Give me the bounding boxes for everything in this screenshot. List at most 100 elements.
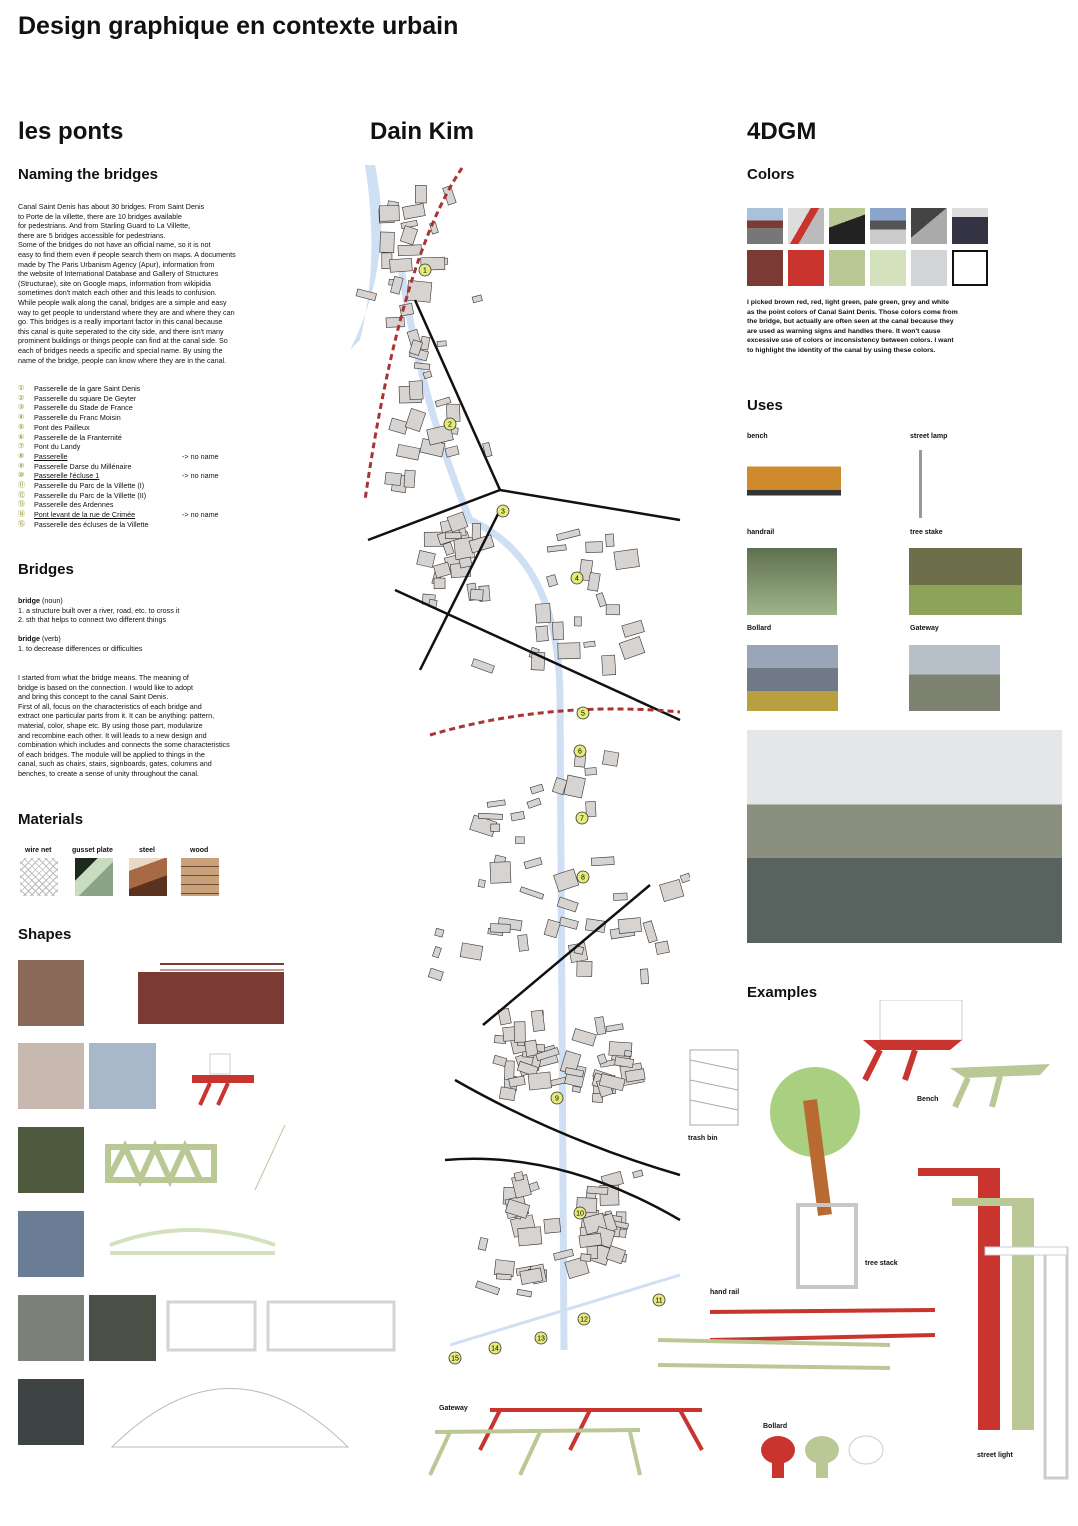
bridge-name: Pont du Landy bbox=[34, 442, 81, 452]
bridge-number: ⑦ bbox=[18, 443, 25, 451]
wood-swatch bbox=[181, 858, 219, 896]
bridge-name: Passerelle de la Franternité bbox=[34, 432, 122, 442]
bridge-name: Passerelle du Franc Moisin bbox=[34, 413, 121, 423]
bridge-note: -> no name bbox=[182, 510, 219, 520]
color-source-photo bbox=[870, 208, 906, 244]
bridge-marker[interactable]: 2 bbox=[443, 417, 457, 431]
canal-branch bbox=[449, 1273, 681, 1347]
bridge-marker[interactable]: 10 bbox=[573, 1206, 587, 1220]
bridge-name: Passerelle du Parc de la Villette (I) bbox=[34, 481, 145, 491]
building-block bbox=[390, 275, 404, 295]
example-label: street light bbox=[977, 1452, 1013, 1459]
building-block bbox=[573, 616, 582, 627]
building-block bbox=[403, 469, 416, 488]
building-block bbox=[590, 856, 615, 867]
red-bridge-drawing bbox=[192, 1053, 254, 1106]
building-block bbox=[571, 1028, 597, 1047]
bridge-marker[interactable]: 5 bbox=[576, 706, 590, 720]
building-block bbox=[444, 532, 462, 540]
railway-lines bbox=[367, 299, 681, 1222]
bridges-heading: Bridges bbox=[18, 561, 74, 578]
building-block bbox=[553, 1248, 574, 1261]
bridge-number: ⑪ bbox=[18, 482, 25, 490]
bridge-number: ⑤ bbox=[18, 423, 25, 431]
use-label: Bollard bbox=[747, 625, 772, 632]
building-block bbox=[614, 1056, 634, 1069]
building-block bbox=[624, 1068, 646, 1083]
building-block bbox=[556, 528, 581, 542]
building-block bbox=[508, 1075, 526, 1088]
verb-def-1: 1. to decrease differences or difficulti… bbox=[18, 643, 143, 653]
bridge-marker[interactable]: 3 bbox=[496, 504, 510, 518]
material-label: wood bbox=[190, 847, 209, 854]
building-block bbox=[404, 408, 427, 433]
color-source-photo bbox=[829, 208, 865, 244]
bridge-list-item: ⑤ Pont des Pailleux bbox=[18, 423, 258, 433]
use-label: bench bbox=[747, 433, 768, 440]
building-block bbox=[654, 940, 670, 955]
building-block bbox=[580, 1253, 592, 1262]
building-block bbox=[444, 445, 460, 458]
noun-word: bridge bbox=[18, 596, 40, 605]
building-block bbox=[527, 1071, 552, 1091]
bridge-marker[interactable]: 4 bbox=[570, 571, 584, 585]
color-swatch bbox=[829, 250, 865, 286]
grey-truss-drawing bbox=[266, 1300, 396, 1352]
building-block bbox=[519, 886, 545, 900]
bridge-marker[interactable]: 12 bbox=[577, 1312, 591, 1326]
bollard-photo bbox=[747, 645, 838, 711]
bench-photo bbox=[747, 455, 841, 513]
bridge-marker[interactable]: 15 bbox=[448, 1351, 462, 1365]
building-block bbox=[406, 279, 433, 303]
marker-number: 10 bbox=[576, 1211, 584, 1218]
building-block bbox=[516, 1288, 533, 1298]
tree-stack-drawing bbox=[770, 1067, 860, 1289]
bridge-marker[interactable]: 14 bbox=[488, 1341, 502, 1355]
bridge-name: Pont des Pailleux bbox=[34, 422, 90, 432]
color-swatch bbox=[911, 250, 947, 286]
bridge-photo bbox=[89, 1295, 156, 1361]
marker-number: 4 bbox=[575, 576, 579, 583]
building-block bbox=[477, 879, 486, 888]
building-block bbox=[583, 640, 596, 648]
building-block bbox=[396, 443, 421, 461]
examples-heading: Examples bbox=[747, 984, 818, 1001]
bridge-marker[interactable]: 6 bbox=[573, 744, 587, 758]
bridge-marker[interactable]: 9 bbox=[550, 1091, 564, 1105]
noun-def-1: 1. a structure built over a river, road,… bbox=[18, 605, 180, 615]
gusset-plate-swatch bbox=[75, 858, 113, 896]
building-block bbox=[584, 767, 597, 776]
bridge-number: ③ bbox=[18, 404, 25, 412]
building-block bbox=[556, 896, 579, 913]
bridge-marker[interactable]: 8 bbox=[576, 870, 590, 884]
marker-number: 15 bbox=[451, 1356, 459, 1363]
building-block bbox=[543, 1217, 562, 1234]
building-block bbox=[587, 572, 601, 592]
bridge-name: Passerelle des Ardennes bbox=[34, 500, 114, 510]
colors-heading: Colors bbox=[747, 166, 795, 183]
building-block bbox=[471, 658, 495, 674]
handrail-photo bbox=[747, 548, 837, 615]
marker-number: 5 bbox=[581, 711, 585, 718]
bridge-note: -> no name bbox=[182, 471, 219, 481]
shapes-heading: Shapes bbox=[18, 926, 72, 943]
building-block bbox=[523, 857, 543, 870]
bridge-marker[interactable]: 13 bbox=[534, 1331, 548, 1345]
building-block bbox=[618, 636, 646, 660]
bridge-photo bbox=[18, 1295, 84, 1361]
building-block bbox=[434, 927, 445, 938]
building-block bbox=[557, 642, 581, 660]
bridge-marker[interactable]: 7 bbox=[575, 811, 589, 825]
example-label: trash bin bbox=[688, 1135, 718, 1142]
naming-heading: Naming the bridges bbox=[18, 166, 159, 183]
bridge-number: ⑭ bbox=[18, 511, 25, 519]
building-block bbox=[535, 1047, 560, 1062]
bridge-marker[interactable]: 11 bbox=[652, 1293, 666, 1307]
bridge-marker[interactable]: 1 bbox=[418, 263, 432, 277]
